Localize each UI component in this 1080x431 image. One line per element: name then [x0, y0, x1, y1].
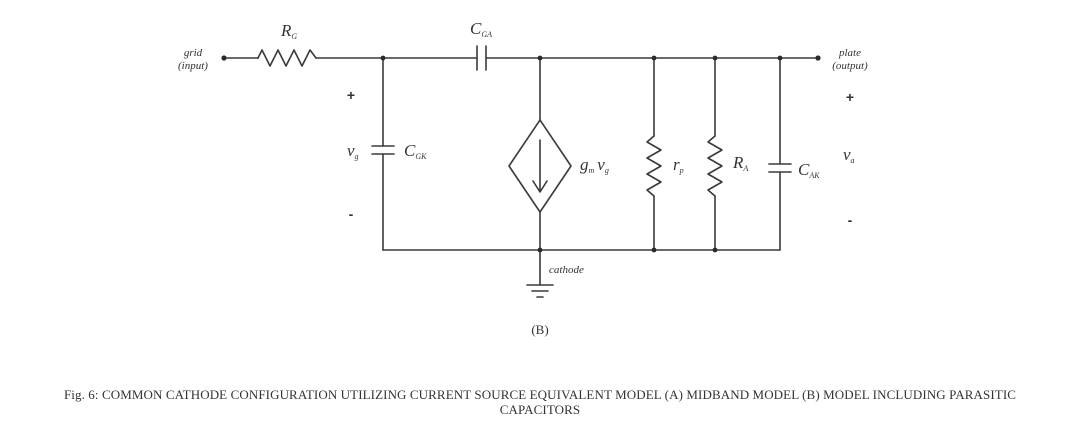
- plate-label: plate: [838, 47, 861, 59]
- figure-caption: Fig. 6: COMMON CATHODE CONFIGURATION UTI…: [63, 387, 1017, 417]
- source-arrow-head: [532, 180, 548, 193]
- cgk-label: CGK: [404, 141, 427, 161]
- node-cathode: [537, 247, 543, 253]
- resistor-rg: [257, 49, 317, 67]
- vg-minus-sign: -: [349, 206, 354, 222]
- node-plate-2: [651, 55, 657, 61]
- grid-label: grid: [184, 47, 203, 59]
- node-grid: [380, 55, 386, 61]
- rp-label: rp: [673, 155, 684, 175]
- resistor-ra: [707, 135, 723, 197]
- terminal-plate: [815, 55, 821, 61]
- node-cathode-2: [651, 247, 657, 253]
- plate-sub-label: (output): [832, 60, 868, 72]
- resistor-rp: [646, 135, 662, 197]
- grid-sub-label: (input): [178, 60, 208, 72]
- node-plate-1: [537, 55, 543, 61]
- node-cathode-3: [712, 247, 718, 253]
- terminal-grid: [221, 55, 227, 61]
- cathode-label: cathode: [549, 264, 584, 276]
- va-minus-sign: -: [848, 212, 853, 228]
- cak-label: CAK: [798, 160, 820, 180]
- vg-label: vg: [347, 141, 359, 161]
- va-plus-sign: +: [846, 89, 854, 105]
- rg-label: RG: [280, 21, 297, 41]
- vg-plus-sign: +: [347, 87, 355, 103]
- node-plate-4: [777, 55, 783, 61]
- cga-label: CGA: [470, 19, 492, 39]
- node-plate-3: [712, 55, 718, 61]
- ra-label: RA: [732, 153, 748, 173]
- figure-sub-label: (B): [531, 322, 549, 337]
- va-label: va: [843, 145, 855, 165]
